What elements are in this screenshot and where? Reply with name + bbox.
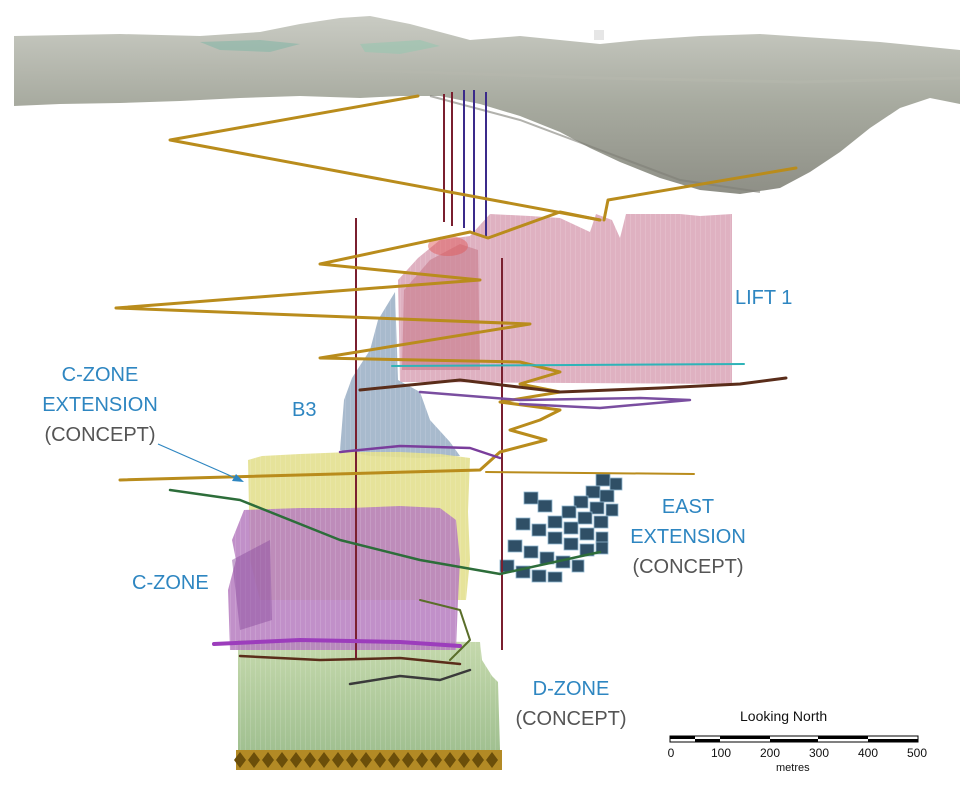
decline-ramps (114, 94, 798, 686)
label-czone: C-ZONE (132, 572, 209, 594)
scale-bar-unit: metres (776, 762, 810, 774)
label-czone-extension-line1: C-ZONE (61, 364, 139, 386)
label-b3: B3 (292, 399, 317, 421)
label-dzone-line2: (CONCEPT) (515, 708, 627, 730)
czone-zone (228, 506, 460, 650)
lift1-zone (398, 214, 732, 384)
label-east-extension-line1: EAST (661, 496, 715, 518)
east-extension-blocks (499, 473, 623, 583)
scale-bar-title: Looking North (740, 708, 828, 724)
b3-zone (340, 292, 460, 458)
label-dzone-line1: D-ZONE (532, 678, 610, 700)
label-czone-extension-line2: EXTENSION (42, 394, 158, 416)
scale-tick-0: 0 (667, 746, 675, 760)
scale-tick-500: 500 (906, 746, 928, 760)
label-east-extension-line2: EXTENSION (630, 526, 746, 548)
label-czone-extension: C-ZONE EXTENSION (CONCEPT) (30, 360, 170, 450)
label-czone-extension-line3: (CONCEPT) (44, 424, 156, 446)
dzone-zone (234, 640, 502, 770)
scale-bar (669, 735, 919, 743)
czone-extension-pointer (157, 443, 244, 482)
label-east-extension-line3: (CONCEPT) (632, 556, 744, 578)
label-east-extension: EAST EXTENSION (CONCEPT) (620, 492, 756, 582)
scale-tick-200: 200 (759, 746, 781, 760)
dzone-drawpoints (234, 752, 498, 768)
scale-tick-100: 100 (710, 746, 732, 760)
scale-tick-400: 400 (857, 746, 879, 760)
label-dzone: D-ZONE (CONCEPT) (506, 674, 636, 734)
scale-tick-300: 300 (808, 746, 830, 760)
label-lift1: LIFT 1 (735, 287, 793, 309)
